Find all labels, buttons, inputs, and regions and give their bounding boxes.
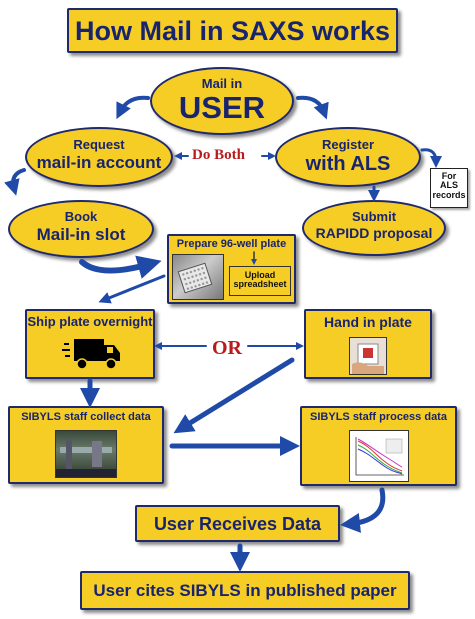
well-plate-icon <box>177 262 213 294</box>
als-records-box: For ALS records <box>430 168 468 208</box>
cite-paper-node: User cites SIBYLS in published paper <box>80 571 410 610</box>
prepare-label: Prepare 96-well plate <box>176 238 287 250</box>
or-label: OR <box>212 337 242 359</box>
scattering-curves-icon <box>355 437 404 476</box>
register-label: Register <box>321 137 375 152</box>
rapidd-proposal-label: RAPIDD proposal <box>315 224 433 241</box>
book-slot-node: Book Mail-in slot <box>8 200 154 258</box>
hand-photo <box>349 337 387 375</box>
arrow-request-to-book <box>4 168 26 196</box>
hand-holding-box-icon <box>352 343 384 374</box>
arrow-user-to-register <box>296 95 329 120</box>
hand-in-label: Hand in plate <box>324 314 412 330</box>
request-account-node: Request mail-in account <box>25 127 173 187</box>
mail-in-account-label: mail-in account <box>36 152 162 172</box>
plate-photo <box>172 254 224 300</box>
arrow-handin-to-collect <box>173 357 295 434</box>
arrow-register-to-records <box>420 148 442 168</box>
upload-spreadsheet-box: Upload spreadsheet <box>229 266 291 296</box>
ship-label: Ship plate overnight <box>27 314 153 329</box>
arrow-prepare-to-ship <box>98 274 166 304</box>
page-title: How Mail in SAXS works <box>74 16 391 46</box>
upload-label: Upload <box>244 270 276 280</box>
title-box: How Mail in SAXS works <box>67 8 398 53</box>
process-label: SIBYLS staff process data <box>310 411 447 423</box>
arrow-process-to-receive <box>340 487 386 533</box>
user-label: USER <box>178 89 266 125</box>
request-label: Request <box>73 137 125 152</box>
register-als-node: Register with ALS <box>275 127 421 187</box>
arrow-user-to-request <box>116 95 150 120</box>
mail-in-slot-label: Mail-in slot <box>36 224 126 244</box>
arrow-book-to-prepare <box>79 255 162 279</box>
mail-in-user-node: Mail in USER <box>150 67 294 135</box>
for-label: For <box>441 171 457 181</box>
with-als-label: with ALS <box>305 152 391 175</box>
do-both-label: Do Both <box>192 147 245 163</box>
book-label: Book <box>64 209 98 224</box>
cite-label: User cites SIBYLS in published paper <box>93 581 397 600</box>
submit-label: Submit <box>351 209 397 224</box>
ship-plate-node: Ship plate overnight <box>25 309 155 379</box>
delivery-truck-icon <box>62 339 120 370</box>
receive-label: User Receives Data <box>153 514 322 534</box>
beamline-icon <box>56 439 116 477</box>
process-data-node: SIBYLS staff process data <box>300 406 457 486</box>
hand-in-plate-node: Hand in plate <box>304 309 432 379</box>
prepare-plate-node: Prepare 96-well plate Upload spreadsheet <box>167 234 296 304</box>
spreadsheet-label: spreadsheet <box>233 279 287 290</box>
receive-data-node: User Receives Data <box>135 505 340 542</box>
collect-label: SIBYLS staff collect data <box>21 411 151 423</box>
als-label: ALS <box>440 180 458 191</box>
mail-in-label: Mail in <box>201 76 243 91</box>
records-label: records <box>432 189 466 200</box>
beamline-photo <box>55 430 117 478</box>
submit-rapidd-node: Submit RAPIDD proposal <box>302 200 446 256</box>
collect-data-node: SIBYLS staff collect data <box>8 406 164 484</box>
scattering-plot-photo <box>349 430 409 482</box>
